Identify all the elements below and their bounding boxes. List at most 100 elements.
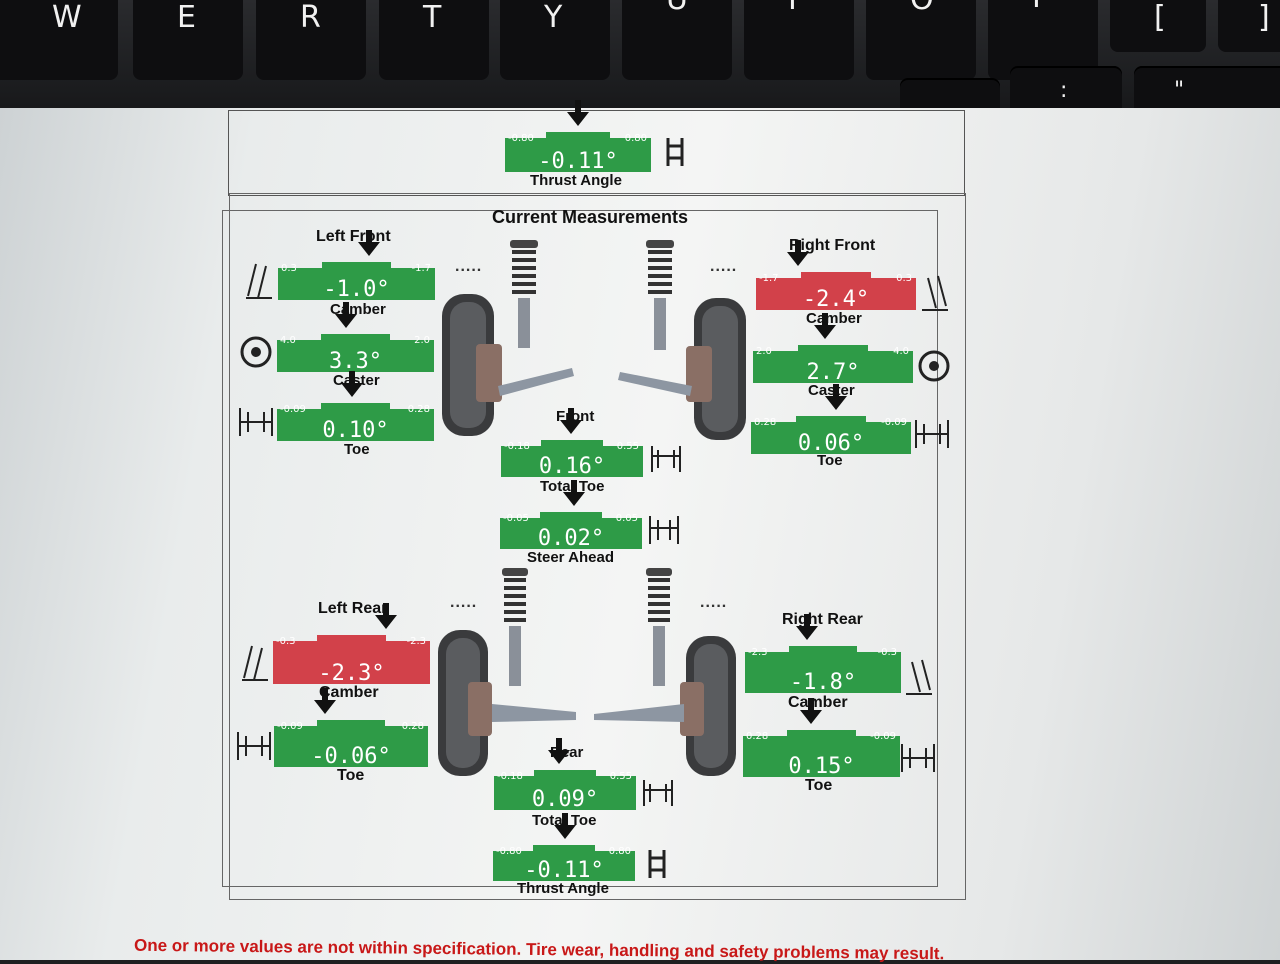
left-rear-camber-label: Camber [319,684,379,701]
key-e[interactable]: E [133,0,243,80]
right-rear-title: Right Rear [782,611,863,628]
gauge-value: -2.4° [802,287,870,312]
right-rear-dots: ..... [700,594,728,611]
top-thrust-angle-icon [666,138,684,166]
gauge-value: -1.0° [323,277,390,302]
key-bracket-right[interactable]: ] [1218,0,1280,52]
camber-icon [246,263,272,299]
gauge-value: 0.02° [537,526,605,551]
gauge-max-label: 0.28 [401,721,424,732]
gauge-pointer-arrow [567,100,589,126]
left-rear-dots: ..... [450,594,478,611]
key-y[interactable]: Y [500,0,610,80]
key-t[interactable]: T [379,0,489,80]
gauge-pointer-arrow [341,371,364,397]
gauge-max-label: 0.80 [624,133,647,144]
gauge-value: -0.11° [524,858,604,883]
gauge-bar [756,278,916,310]
gauge-max-label: 0.05 [615,513,638,524]
gauge-notch [321,262,392,268]
gauge-bar [277,340,434,372]
measurements-outer-box [229,193,966,900]
left-rear-camber-gauge: -0.3-2.3-2.3° [273,603,430,686]
gauge-min-label: -0.18 [497,771,523,782]
gauge-bar [505,138,651,172]
key-o[interactable]: O [866,0,976,80]
gauge-pointer-arrow [548,738,571,764]
right-front-title: Right Front [789,237,876,254]
gauge-pointer-arrow [799,698,822,724]
key-bracket-left[interactable]: [ [1110,0,1206,52]
gauge-value: -2.3° [318,661,385,686]
gauge-value: 0.09° [531,787,599,812]
measurements-box [222,210,938,887]
right-front-toe-label: Toe [817,452,843,469]
key-u[interactable]: U [622,0,732,80]
gauge-notch [797,345,869,351]
gauge-notch [320,403,391,409]
gauge-value: -0.11° [538,149,618,174]
gauge-min-label: 0.28 [754,417,777,428]
right-rear-camber-gauge: -2.3-0.3-1.8° [745,614,901,695]
steer-ahead-gauge: -0.05 0.05 0.02° [500,480,642,551]
gauge-min-label: -0.05 [503,513,529,524]
key-i[interactable]: I [744,0,854,80]
rear-thrust-angle-gauge: -0.80 0.80 -0.11° [493,813,635,883]
gauge-min-label: 0.3 [281,263,297,274]
gauge-min-label: 0.28 [746,731,769,742]
gauge-min-label: -0.09 [280,404,306,415]
thrust-angle-icon [648,850,666,878]
gauge-notch [545,132,611,138]
gauge-pointer-arrow [824,384,847,410]
steer-ahead-label: Steer Ahead [527,549,614,566]
gauge-min-label: 4.0 [280,335,296,346]
right-rear-toe-icon [901,744,935,772]
rear-right-tire [680,636,736,776]
gauge-max-label: -1.7 [411,263,431,274]
rear-total-toe-gauge: -0.18 0.55 0.09° [494,738,636,812]
gauge-bar [274,726,428,767]
gauge-pointer-arrow [335,302,358,328]
gauge-min-label: -1.7 [759,273,779,284]
gauge-notch [786,730,857,736]
gauge-min-label: -2.3 [748,647,768,658]
key-w[interactable]: W [0,0,118,80]
gauge-value: 3.3° [329,349,382,374]
gauge-max-label: 0.80 [608,846,631,857]
gauge-bar [753,351,913,383]
gauge-bar [273,641,430,684]
gauge-max-label: -0.09 [870,731,896,742]
specification-warning: One or more values are not within specif… [133,935,945,964]
left-front-toe-label: Toe [344,441,370,458]
left-rear-toe-label: Toe [337,767,365,784]
rear-left-tire [438,630,492,776]
right-rear-camber-label: Camber [788,694,848,711]
gauge-min-label: -0.80 [508,133,534,144]
gauge-notch [317,720,385,726]
rear-right-strut [594,568,684,722]
gauge-min-label: -0.18 [504,441,530,452]
gauge-max-label: 0.55 [609,771,632,782]
right-rear-camber-icon [906,659,932,695]
gauge-bar [743,736,900,777]
key-r[interactable]: R [256,0,366,80]
top-section-box [228,110,965,196]
top-thrust-angle-gauge: -0.80 0.80 -0.11° [505,100,651,174]
rear-thrust-angle-label: Thrust Angle [517,880,609,897]
gauge-bar [745,652,901,693]
front-left-strut [498,240,574,396]
rear-suspension-illustration [438,568,736,776]
gauge-max-label: 4.0 [893,346,909,357]
front-left-tire [442,294,502,436]
gauge-value: 0.16° [538,454,606,479]
right-front-caster-label: Caster [808,382,855,399]
gauge-min-label: -0.80 [496,846,522,857]
page-title: Current Measurements [492,207,689,227]
gauge-bar [277,409,434,441]
gauge-value: 2.7° [806,360,860,385]
keyboard: W E R T Y U I O P [ ] : " [0,0,1280,118]
